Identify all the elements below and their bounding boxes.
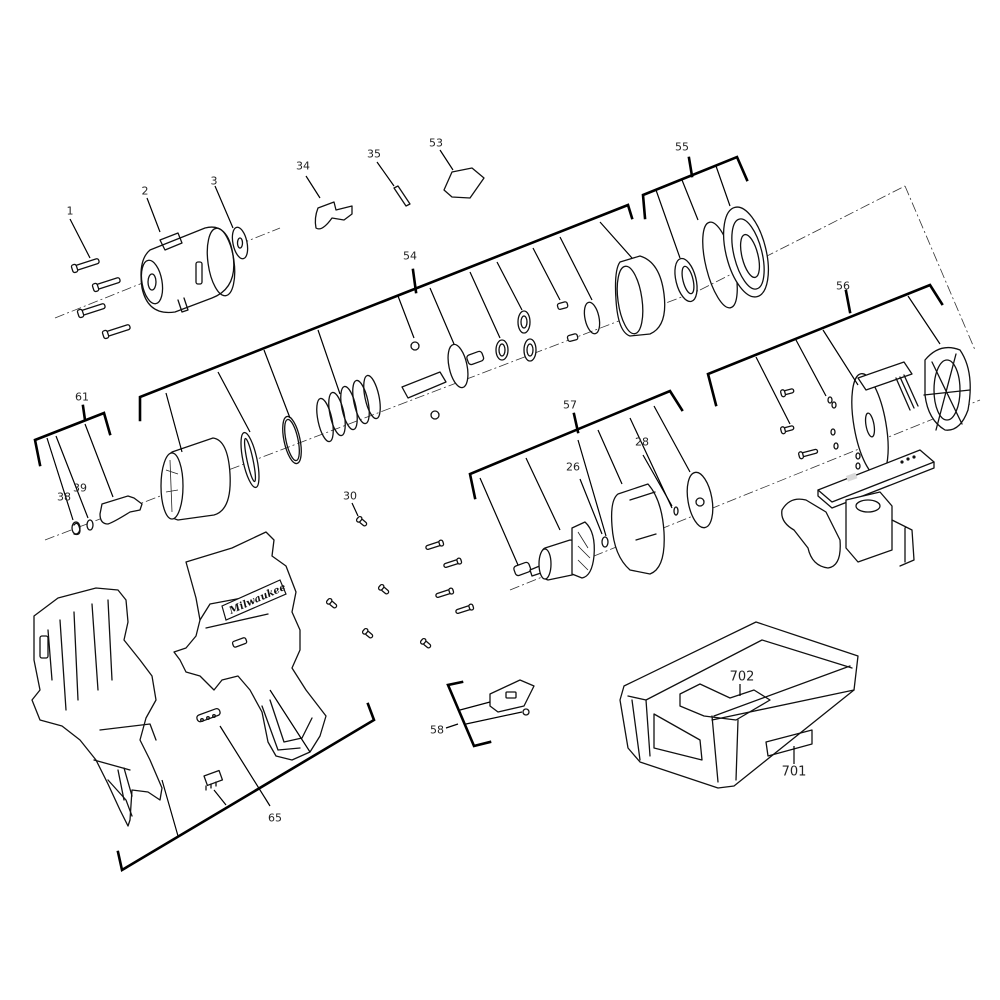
label-part-54: 54 bbox=[403, 249, 417, 263]
housing-right-half: Milwaukee bbox=[173, 531, 327, 761]
label-part-2: 2 bbox=[141, 184, 149, 198]
label-part-35: 35 bbox=[367, 147, 381, 161]
label-part-1: 1 bbox=[66, 204, 74, 218]
label-part-26: 26 bbox=[566, 460, 580, 474]
part-57-motor bbox=[513, 471, 714, 581]
label-part-34: 34 bbox=[296, 159, 310, 173]
label-part-702: 702 bbox=[729, 669, 755, 685]
label-part-58: 58 bbox=[430, 723, 444, 737]
part-54-impact-mechanism bbox=[160, 255, 666, 521]
label-part-38: 38 bbox=[57, 490, 71, 504]
label-part-3: 3 bbox=[210, 174, 218, 188]
part-61-anvil-kit bbox=[71, 495, 143, 536]
label-part-53: 53 bbox=[429, 136, 443, 150]
housing-left-half bbox=[31, 587, 163, 827]
label-part-56: 56 bbox=[836, 279, 850, 293]
part-56-electronics bbox=[779, 346, 971, 569]
spring bbox=[316, 374, 381, 443]
part-1-screws bbox=[70, 258, 131, 340]
label-part-61: 61 bbox=[75, 390, 89, 404]
part-58-belt-clip bbox=[489, 679, 535, 716]
label-part-39: 39 bbox=[73, 481, 87, 495]
part-3-washer bbox=[231, 226, 249, 260]
label-part-65: 65 bbox=[268, 811, 282, 825]
part-701-carrying-case bbox=[619, 621, 859, 789]
label-part-701: 701 bbox=[781, 764, 807, 780]
part-30-screws bbox=[325, 515, 475, 649]
part-34-clip bbox=[314, 201, 353, 230]
label-part-57: 57 bbox=[563, 398, 577, 412]
part-2-gear-case bbox=[140, 226, 236, 314]
part-55-gear-assembly bbox=[674, 206, 770, 309]
part-65-small-parts bbox=[196, 707, 224, 791]
part-53-label bbox=[443, 167, 485, 199]
part-35-pin bbox=[393, 185, 411, 207]
label-part-30: 30 bbox=[343, 489, 357, 503]
brackets-and-leaders bbox=[33, 149, 944, 873]
label-part-55: 55 bbox=[675, 140, 689, 154]
label-part-28: 28 bbox=[635, 435, 649, 449]
